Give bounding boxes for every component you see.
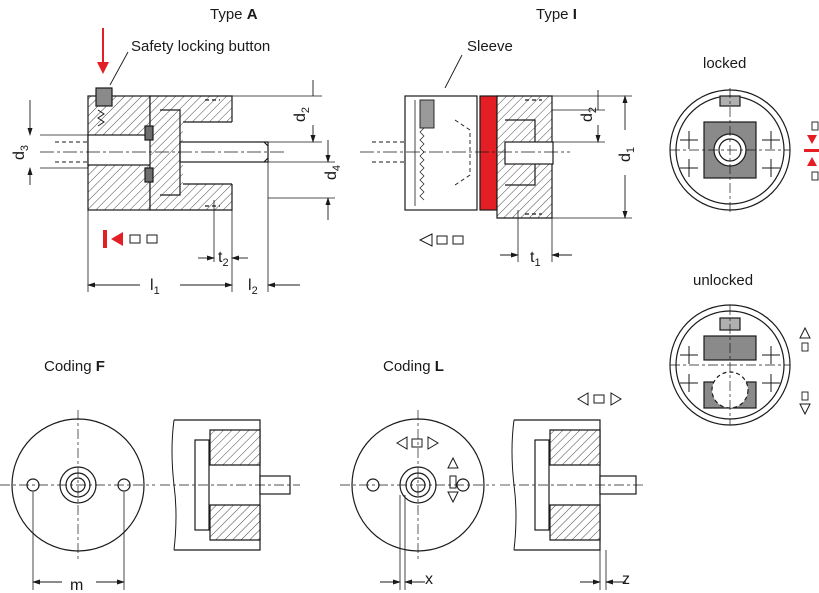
title-type-i: Type I	[536, 6, 577, 23]
callout-sleeve: Sleeve	[467, 38, 513, 55]
unlocked-view	[669, 304, 811, 426]
red-triangle-icon	[111, 232, 123, 246]
title-type-a: Type A	[210, 6, 258, 23]
dim-z: z	[622, 571, 630, 588]
red-arrow-icon	[97, 62, 109, 74]
red-up-triangle-icon	[807, 157, 817, 166]
red-down-triangle-icon	[807, 135, 817, 144]
type-a-section	[27, 28, 335, 292]
coding-f-section	[0, 410, 300, 590]
type-i-section	[360, 54, 632, 262]
locked-view	[669, 88, 819, 212]
callout-safety-locking-button: Safety locking button	[131, 38, 271, 55]
dim-d4: d4	[323, 165, 343, 180]
title-coding-l: Coding L	[383, 358, 444, 375]
dim-t2: t2	[218, 249, 229, 269]
dim-d3: d3	[11, 145, 31, 160]
dim-l1: l1	[150, 277, 160, 297]
dim-d2-type-a: d2	[292, 107, 312, 122]
coding-l-section	[340, 392, 645, 590]
dim-m: m	[70, 577, 83, 593]
dim-l2: l2	[248, 277, 258, 297]
label-locked: locked	[703, 55, 747, 72]
label-unlocked: unlocked	[693, 272, 754, 289]
dim-d1: d1	[617, 147, 637, 162]
dim-x: x	[425, 571, 433, 588]
sleeve-red	[479, 95, 498, 211]
dim-d2-type-i: d2	[579, 107, 599, 122]
title-coding-f: Coding F	[44, 358, 105, 375]
dim-t1: t1	[530, 249, 541, 269]
